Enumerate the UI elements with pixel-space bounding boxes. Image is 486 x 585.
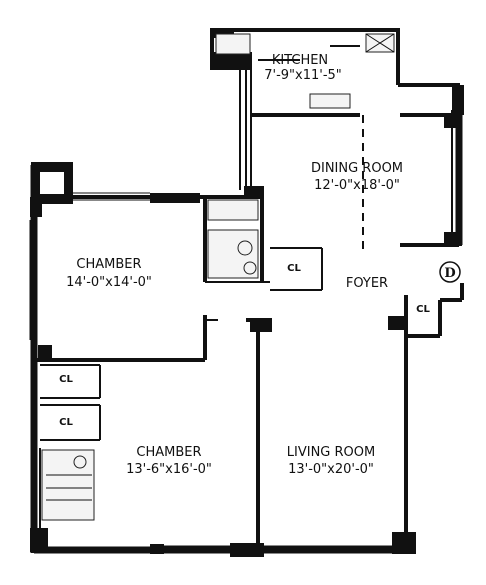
windows [29, 128, 453, 554]
interior-walls [34, 30, 364, 550]
closet-label: CL [59, 417, 73, 428]
living-label: LIVING ROOM 13'-0"x20'-0" [287, 445, 375, 477]
kitchen-name: KITCHEN [272, 53, 328, 68]
door-marker: D [439, 261, 461, 283]
living-name: LIVING ROOM [287, 445, 375, 460]
closet-label: CL [59, 374, 73, 385]
living-dims: 13'-0"x20'-0" [288, 462, 374, 477]
dining-label: DINING ROOM 12'-0"x18'-0" [311, 161, 403, 193]
columns [30, 28, 464, 557]
chamber2-dims: 13'-6"x16'-0" [126, 462, 212, 477]
closet-label: CL [416, 304, 430, 315]
kitchen-dims: 7'-9"x11'-5" [264, 68, 342, 83]
chamber1-label: CHAMBER 14'-0"x14'-0" [66, 257, 152, 290]
chamber2-name: CHAMBER [136, 445, 201, 460]
bathroom-fixtures [41, 199, 259, 521]
door-marker-label: D [444, 266, 455, 281]
chamber2-label: CHAMBER 13'-6"x16'-0" [126, 445, 212, 477]
kitchen-label: KITCHEN 7'-9"x11'-5" [264, 53, 342, 83]
chamber1-dims: 14'-0"x14'-0" [66, 275, 152, 290]
foyer-name: FOYER [346, 276, 388, 291]
kitchen-fixtures [215, 33, 395, 109]
chamber1-name: CHAMBER [76, 257, 141, 272]
dining-name: DINING ROOM [311, 161, 403, 176]
closet-label: CL [287, 263, 301, 274]
dining-dims: 12'-0"x18'-0" [314, 178, 400, 193]
